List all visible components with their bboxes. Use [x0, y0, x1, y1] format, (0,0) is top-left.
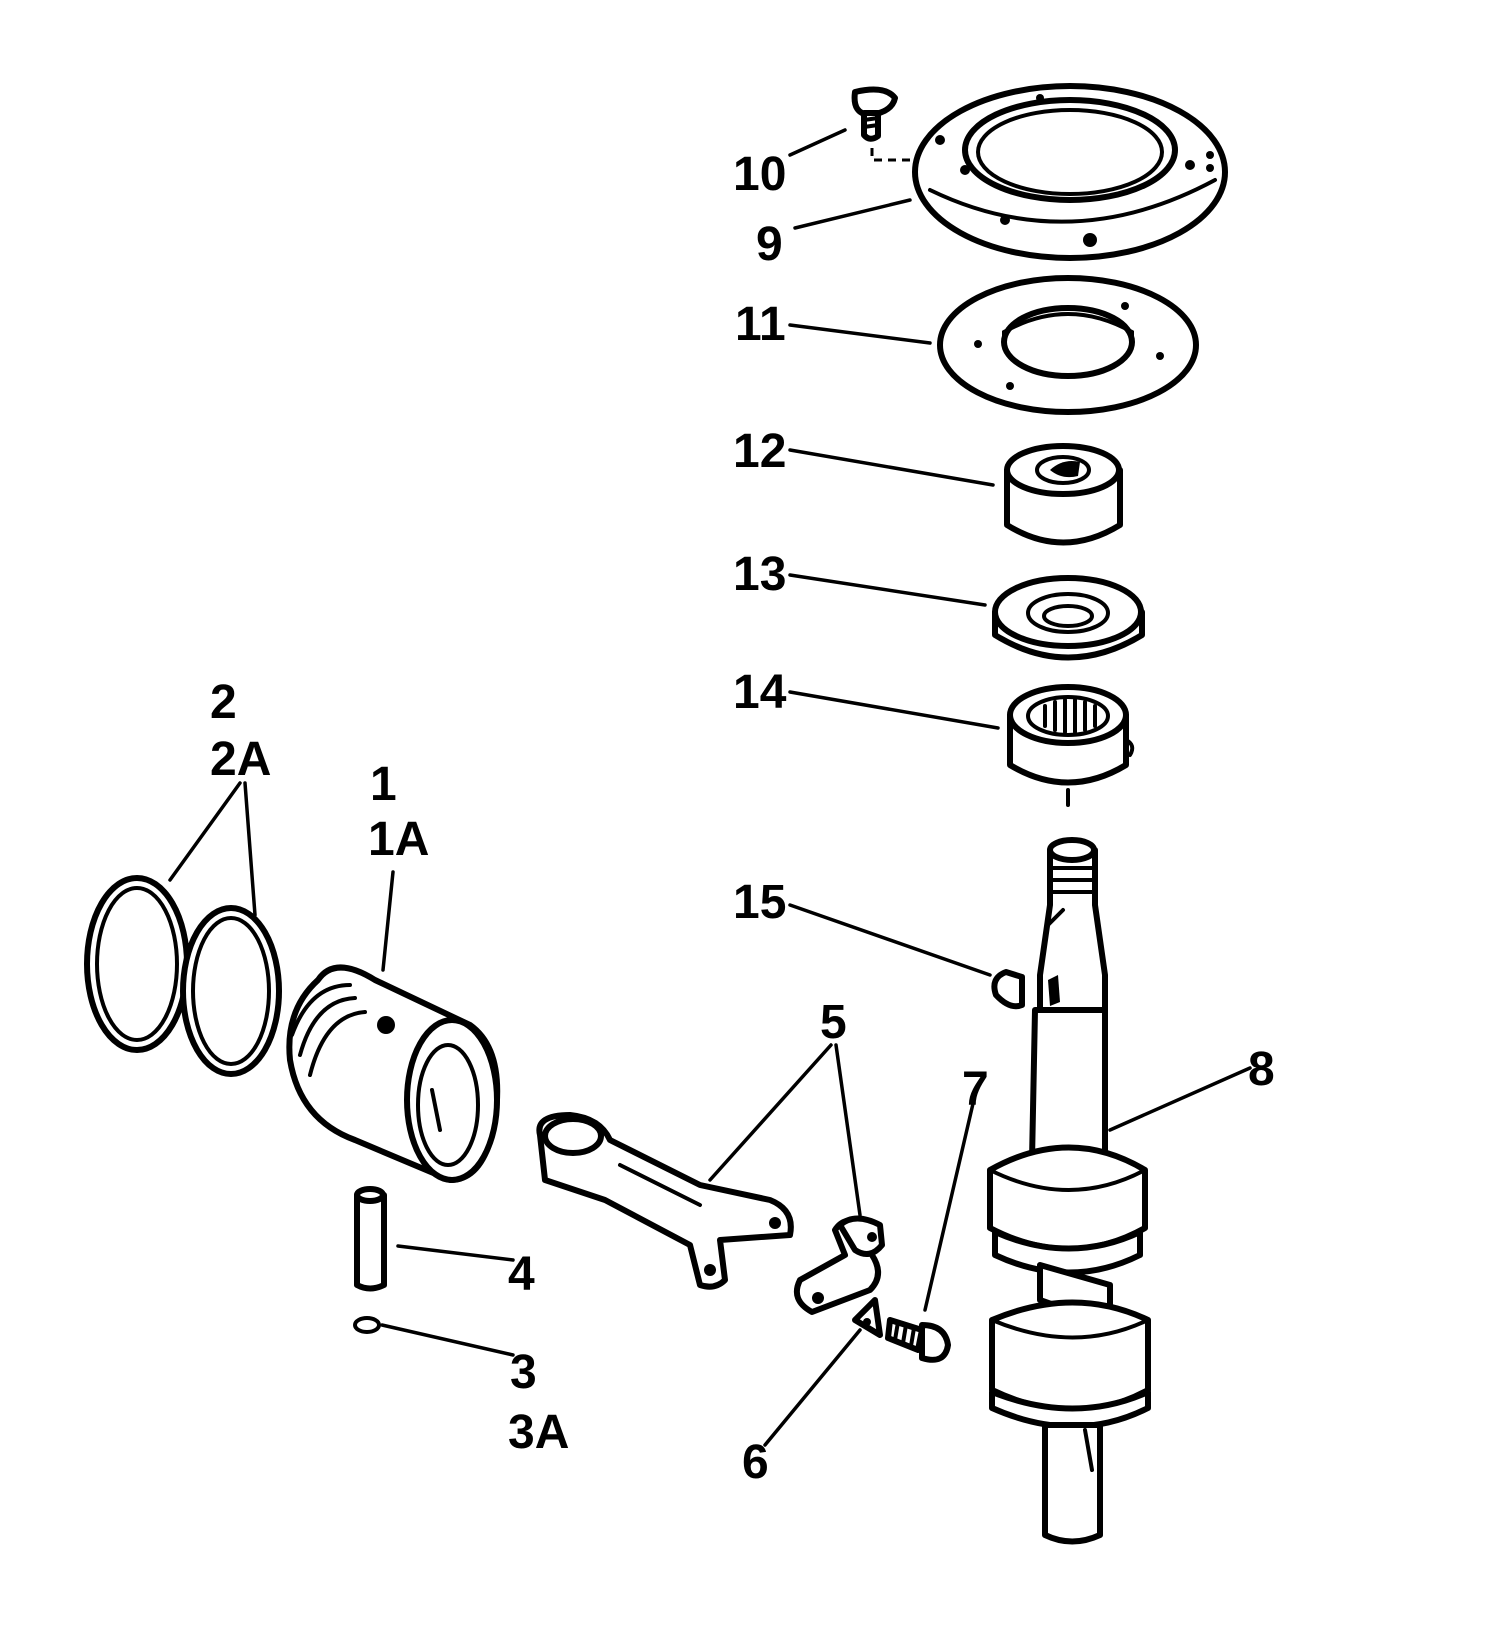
- callout-1a: 1A: [368, 813, 429, 866]
- callout-10: 10: [733, 148, 786, 201]
- part-6-lock-plate: [852, 1297, 883, 1338]
- callout-8: 8: [1248, 1043, 1275, 1096]
- callout-9: 9: [756, 218, 783, 271]
- part-11-gasket: [937, 275, 1199, 415]
- part-2-piston-rings: [84, 875, 282, 1077]
- callout-2: 2: [210, 676, 237, 729]
- part-7-rod-screw: [885, 1317, 951, 1363]
- callout-6: 6: [742, 1436, 769, 1489]
- part-5-rod-cap: [794, 1215, 885, 1315]
- callout-2a: 2A: [210, 733, 271, 786]
- part-3-retaining-clip: [353, 1316, 381, 1334]
- callout-11: 11: [735, 298, 786, 351]
- callout-3: 3: [510, 1346, 537, 1399]
- callout-3a: 3A: [508, 1406, 569, 1459]
- part-12-bushing: [1004, 443, 1123, 546]
- part-8-crankshaft: [987, 837, 1151, 1545]
- callout-1: 1: [370, 758, 397, 811]
- callout-labels: 10 9 11 12 13 14 15 8 7 6 5 1 1A 2 2A 4 …: [210, 148, 1275, 1489]
- callout-13: 13: [733, 548, 786, 601]
- part-14-needle-bearing: [1007, 684, 1135, 807]
- callout-14: 14: [733, 666, 787, 719]
- callout-12: 12: [733, 425, 786, 478]
- part-1-piston: [286, 964, 501, 1183]
- callout-7: 7: [962, 1063, 989, 1116]
- callout-5: 5: [820, 996, 847, 1049]
- leader-lines: [168, 128, 1252, 1447]
- part-4-piston-pin: [354, 1186, 387, 1292]
- part-15-key: [991, 969, 1025, 1010]
- callout-4: 4: [508, 1248, 535, 1301]
- part-5-connecting-rod: [536, 1112, 794, 1290]
- part-9-cover-plate: [912, 83, 1228, 261]
- part-10-screw: [851, 86, 925, 162]
- part-13-seal: [992, 575, 1145, 661]
- callout-15: 15: [733, 876, 786, 929]
